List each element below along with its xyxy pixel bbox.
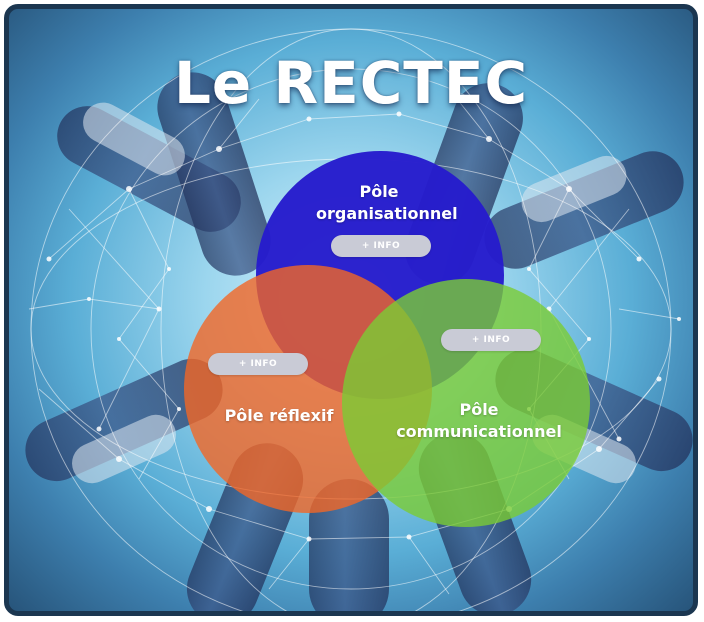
info-button-communicationnel[interactable]: + INFO [441, 329, 541, 351]
infographic-frame: Le RECTEC Pôle organisationnel Pôle réfl… [4, 4, 698, 616]
pole-communicationnel-label: Pôle communicationnel [396, 400, 562, 441]
info-button-reflexif[interactable]: + INFO [208, 353, 308, 375]
pole-organisationnel-label: Pôle organisationnel [316, 182, 458, 223]
pole-communicationnel-circle[interactable] [342, 279, 590, 527]
info-button-organisationnel[interactable]: + INFO [331, 235, 431, 257]
page-title: Le RECTEC [173, 49, 529, 117]
pole-reflexif-label: Pôle réflexif [224, 406, 334, 425]
